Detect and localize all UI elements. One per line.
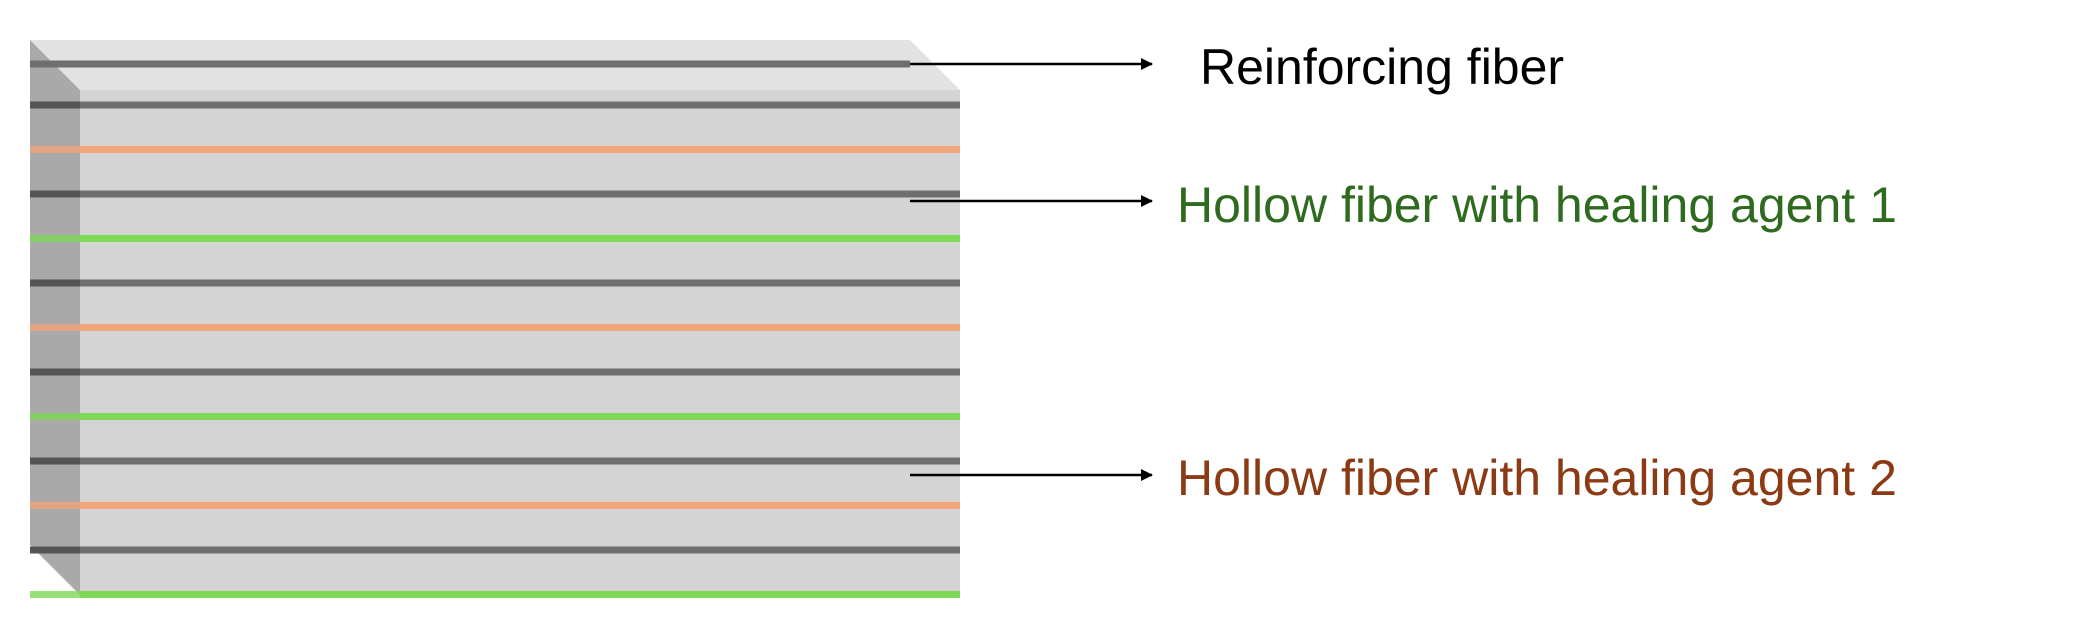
healing-agent-1-label: Hollow fiber with healing agent 1 <box>1177 177 1897 233</box>
healing-agent-2-label: Hollow fiber with healing agent 2 <box>1177 450 1897 506</box>
callout-arrows <box>910 58 1153 481</box>
reinforcing-fiber-label: Reinforcing fiber <box>1200 39 1564 95</box>
fiber-layers <box>30 60 960 598</box>
panel-front-face <box>80 90 960 595</box>
panel-left-bevel <box>30 40 80 595</box>
composite-panel <box>30 40 960 595</box>
